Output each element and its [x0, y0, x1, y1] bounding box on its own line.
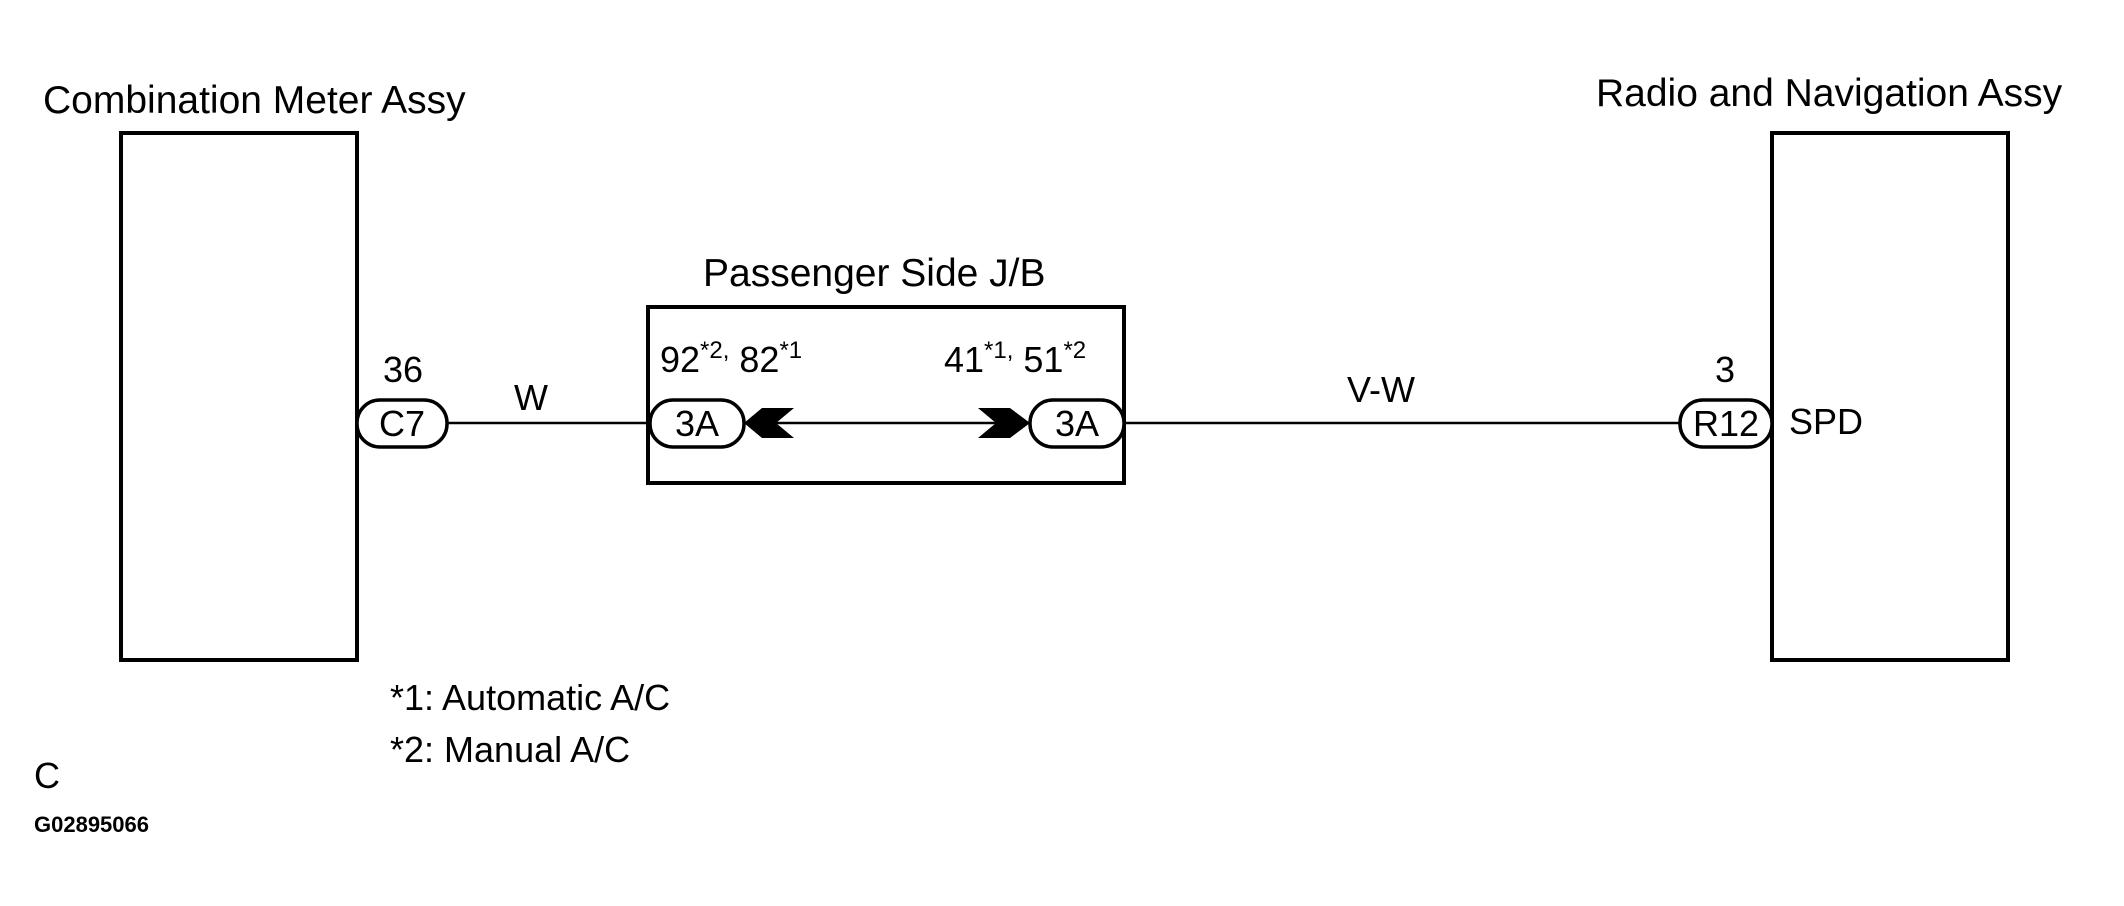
wire-color-w: W [514, 377, 548, 418]
jb-right-sup-a: *1, [984, 337, 1013, 364]
connector-r12 [1678, 398, 1774, 449]
footer-letter: C [34, 755, 60, 796]
spd-terminal-label: SPD [1789, 401, 1863, 442]
connector-3a-left [648, 398, 746, 449]
jb-left-sup-a: *2, [700, 337, 729, 364]
radio-nav-box [1770, 131, 2010, 662]
note-manual-ac: *2: Manual A/C [390, 729, 630, 770]
r12-pin-number: 3 [1715, 349, 1735, 390]
jb-left-pin-b: 82 [739, 339, 779, 380]
connector-c7-code: C7 [379, 403, 425, 444]
combination-meter-title: Combination Meter Assy [43, 79, 466, 122]
radio-nav-title: Radio and Navigation Assy [1596, 72, 2063, 115]
connector-r12-code: R12 [1693, 403, 1759, 444]
connector-c7 [355, 398, 449, 449]
arrow-left-icon [744, 408, 794, 438]
connector-3a-left-code: 3A [675, 403, 719, 444]
connector-3a-right-code: 3A [1055, 403, 1099, 444]
footer-code: G02895066 [34, 812, 149, 837]
combination-meter-box [119, 131, 359, 662]
jb-right-sup-b: *2 [1063, 337, 1086, 364]
jb-left-pin-label: 92*2, 82*1 [660, 337, 802, 380]
jb-right-pin-b: 51 [1023, 339, 1063, 380]
jb-right-pin-label: 41*1, 51*2 [944, 337, 1086, 380]
c7-pin-number: 36 [383, 349, 423, 390]
jb-left-pin-a: 92 [660, 339, 700, 380]
arrow-right-icon [978, 408, 1030, 438]
passenger-jb-title: Passenger Side J/B [703, 252, 1046, 295]
jb-right-pin-a: 41 [944, 339, 984, 380]
wire-color-v-w: V-W [1347, 369, 1415, 410]
connector-3a-right [1028, 398, 1126, 449]
passenger-jb-box [646, 305, 1126, 485]
jb-left-sup-b: *1 [779, 337, 802, 364]
note-automatic-ac: *1: Automatic A/C [390, 677, 670, 718]
